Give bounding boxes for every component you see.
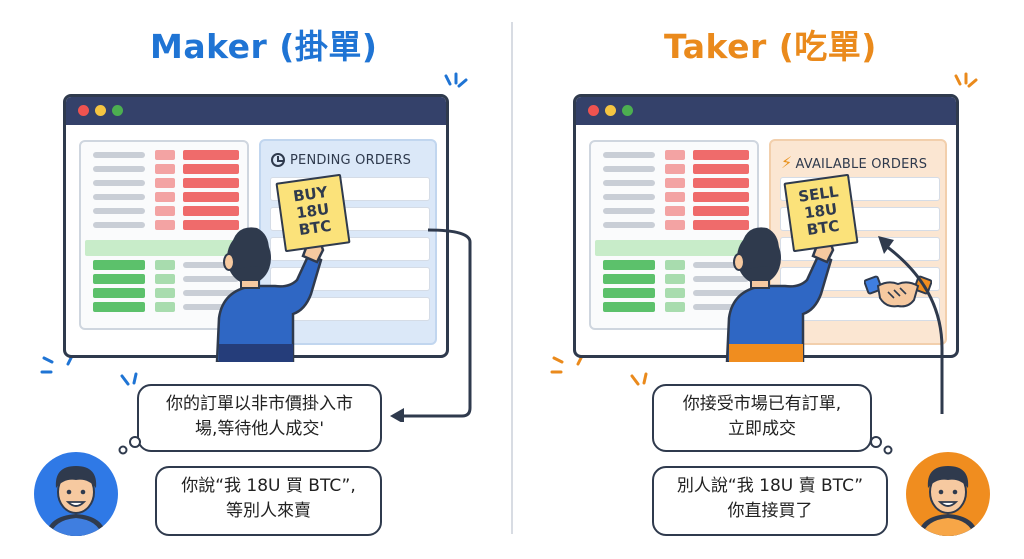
maximize-dot-icon [112, 105, 123, 116]
sparkle-decoration-maker-avatar [120, 372, 138, 386]
maker-title: Maker (掛單) [150, 27, 378, 66]
taker-sticky-note: SELL 18U BTC [783, 173, 859, 253]
bubble-tail [870, 436, 893, 455]
maximize-dot-icon [622, 105, 633, 116]
bubble-line: 你直接買了 [727, 501, 813, 521]
taker-quote-bubble: 別人說“我 18U 賣 BTC” 你直接買了 [652, 466, 888, 536]
close-dot-icon [588, 105, 599, 116]
maker-avatar [34, 452, 118, 536]
clock-icon [271, 153, 285, 167]
close-dot-icon [78, 105, 89, 116]
taker-person-illustration [725, 227, 835, 362]
taker-exchange-window: ⚡AVAILABLE ORDERS [573, 94, 959, 358]
taker-arrow-icon [878, 236, 944, 414]
bubble-tail [118, 436, 141, 455]
bubble-line: 別人說“我 18U 賣 BTC” [676, 476, 864, 496]
bubble-line: 你說“我 18U 買 BTC”, [181, 476, 356, 496]
order-book [79, 140, 249, 330]
available-orders-label: AVAILABLE ORDERS [795, 157, 928, 172]
bubble-line: 等別人來賣 [226, 501, 311, 521]
maker-exchange-window: PENDING ORDERS [63, 94, 449, 358]
sparkle-decoration-taker-top [954, 72, 978, 88]
maker-quote-bubble: 你說“我 18U 買 BTC”, 等別人來賣 [155, 466, 382, 536]
pending-orders-header: PENDING ORDERS [271, 153, 411, 168]
taker-title: Taker (吃單) [664, 27, 877, 66]
maker-arrow-icon [390, 228, 472, 422]
pending-orders-label: PENDING ORDERS [290, 153, 412, 168]
bubble-line: 你的訂單以非市價掛入市 [166, 394, 353, 414]
center-divider [511, 22, 513, 534]
taker-avatar [906, 452, 990, 536]
bubble-line: 立即成交 [728, 419, 796, 439]
maker-person-illustration [215, 227, 325, 362]
available-orders-header: ⚡AVAILABLE ORDERS [781, 153, 927, 172]
sparkle-decoration-maker-top [444, 72, 468, 88]
window-titlebar [576, 97, 956, 125]
taker-explanation-bubble: 你接受市場已有訂單, 立即成交 [652, 384, 872, 452]
bubble-line: 你接受市場已有訂單, [682, 394, 842, 414]
lightning-icon: ⚡ [781, 153, 793, 172]
minimize-dot-icon [605, 105, 616, 116]
window-titlebar [66, 97, 446, 125]
minimize-dot-icon [95, 105, 106, 116]
maker-explanation-bubble: 你的訂單以非市價掛入市 場,等待他人成交' [137, 384, 382, 452]
maker-sticky-note: BUY 18U BTC [275, 173, 351, 253]
bubble-line: 場,等待他人成交' [194, 419, 325, 439]
sparkle-decoration-taker-avatar [630, 372, 648, 386]
